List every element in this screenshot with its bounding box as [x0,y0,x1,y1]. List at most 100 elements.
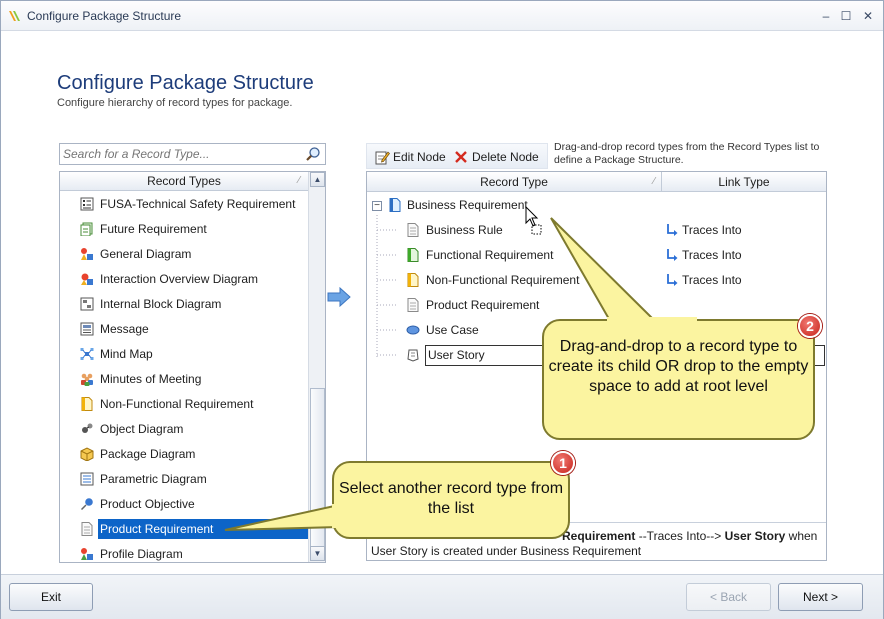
delete-node-button[interactable]: Delete Node [452,148,539,166]
record-types-list[interactable]: Record Types ⁄ FUSA-Technical Safety Req… [59,171,326,563]
tree-child-row[interactable]: Product Requirement [367,293,826,318]
record-type-label: Future Requirement [100,222,207,236]
edit-node-label: Edit Node [393,150,446,164]
tree-root-label: Business Requirement [407,198,528,212]
requirement-list-icon [80,197,94,211]
link-arrow-icon [667,274,678,286]
tree-child-label: Product Requirement [426,298,540,312]
blue-document-icon [389,198,401,212]
profile-diagram-icon [81,548,93,560]
page-title: Configure Package Structure [57,72,314,94]
tree-root-row[interactable]: − Business Requirement [367,193,826,218]
column-link-type[interactable]: Link Type [718,175,770,189]
tree-child-label: Business Rule [426,223,503,237]
gray-document-icon [81,522,93,536]
app-logo-icon [9,11,20,21]
tree-connector-lines [376,215,397,357]
record-type-label: General Diagram [100,247,192,261]
link-arrow-icon [667,224,678,236]
interaction-diagram-icon [81,273,93,285]
record-type-label: Message [100,322,149,336]
callout-2-join [607,317,697,325]
scroll-up-button[interactable]: ▲ [310,172,325,187]
exit-button[interactable]: Exit [9,583,93,611]
record-type-label: Profile Diagram [100,547,183,561]
tree-child-label: Functional Requirement [426,248,554,262]
back-button[interactable]: < Back [686,583,771,611]
link-type-cell[interactable]: Traces Into [665,243,742,268]
record-types-header[interactable]: Record Types ⁄ [60,172,308,191]
close-button[interactable]: ✕ [862,9,874,23]
link-type-cell[interactable]: Traces Into [665,268,742,293]
link-type-cell[interactable]: Traces Into [665,218,742,243]
sort-icon: ⁄ [653,176,655,187]
object-diagram-icon [82,423,93,433]
user-story-icon [407,349,419,362]
column-separator [661,172,662,192]
yellow-document-icon [81,397,93,411]
record-type-item[interactable]: Product Objective [60,492,308,517]
delete-node-label: Delete Node [472,150,539,164]
tree-child-label: Use Case [426,323,479,337]
record-type-item[interactable]: Internal Block Diagram [60,292,308,317]
record-type-label: Internal Block Diagram [100,297,222,311]
scroll-down-button[interactable]: ▼ [310,546,325,561]
record-type-item[interactable]: Non-Functional Requirement [60,392,308,417]
title-bar: Configure Package Structure ‒ ☐ ✕ [1,1,883,31]
record-type-label: Parametric Diagram [100,472,207,486]
green-document-icon [407,248,419,262]
record-type-item[interactable]: Minutes of Meeting [60,367,308,392]
search-input[interactable] [60,144,296,164]
edit-node-button[interactable]: Edit Node [373,148,446,166]
drag-drop-hint: Drag-and-drop record types from the Reco… [554,141,820,166]
callout-2-badge: 2 [798,314,822,338]
package-icon [80,447,94,461]
minimize-button[interactable]: ‒ [822,9,830,23]
record-type-item[interactable]: General Diagram [60,242,308,267]
callout-2-pointer [550,217,656,320]
link-type-label: Traces Into [682,273,742,287]
record-type-label: Non-Functional Requirement [100,397,254,411]
callout-1-join [332,504,338,528]
record-type-item[interactable]: Interaction Overview Diagram [60,267,308,292]
record-type-item[interactable]: Mind Map [60,342,308,367]
record-type-label: Package Diagram [100,447,196,461]
record-type-item[interactable]: Package Diagram [60,442,308,467]
tree-child-row[interactable]: Business Rule Traces Into [367,218,826,243]
maximize-button[interactable]: ☐ [840,9,852,23]
add-arrow-icon [327,287,351,307]
drag-cursor-icon [525,206,542,235]
people-icon [81,373,93,386]
pushpin-icon [80,498,93,511]
link-description-line1: Requirement --Traces Into--> User Story … [562,529,818,543]
tree-child-row[interactable]: Functional Requirement Traces Into [367,243,826,268]
record-type-label: Minutes of Meeting [100,372,202,386]
structure-header: Record Type ⁄ Link Type [367,172,826,192]
link-type-label: Traces Into [682,223,742,237]
wizard-footer: Exit < Back Next > [1,574,883,619]
callout-1: Select another record type from the list [332,461,570,539]
record-type-item[interactable]: Parametric Diagram [60,467,308,492]
window-title: Configure Package Structure [27,9,182,23]
record-type-item[interactable]: Object Diagram [60,417,308,442]
record-type-item[interactable]: Profile Diagram [60,542,308,562]
mind-map-icon [80,348,94,360]
callout-1-badge: 1 [551,451,575,475]
record-type-item[interactable]: FUSA-Technical Safety Requirement [60,192,308,217]
record-type-item[interactable]: Message [60,317,308,342]
record-types-header-label: Record Types [147,174,221,188]
gray-document-icon [407,298,419,312]
tree-child-row[interactable]: Use Case [367,318,826,343]
record-type-label: Object Diagram [100,422,184,436]
record-type-item[interactable]: Future Requirement [60,217,308,242]
collapse-toggle[interactable]: − [372,201,382,211]
record-type-label: Product Requirement [100,522,214,536]
next-button[interactable]: Next > [778,583,863,611]
column-record-type[interactable]: Record Type ⁄ [367,172,661,192]
use-case-icon [406,325,420,335]
gray-document-icon [407,223,419,237]
search-icon[interactable] [305,146,321,162]
